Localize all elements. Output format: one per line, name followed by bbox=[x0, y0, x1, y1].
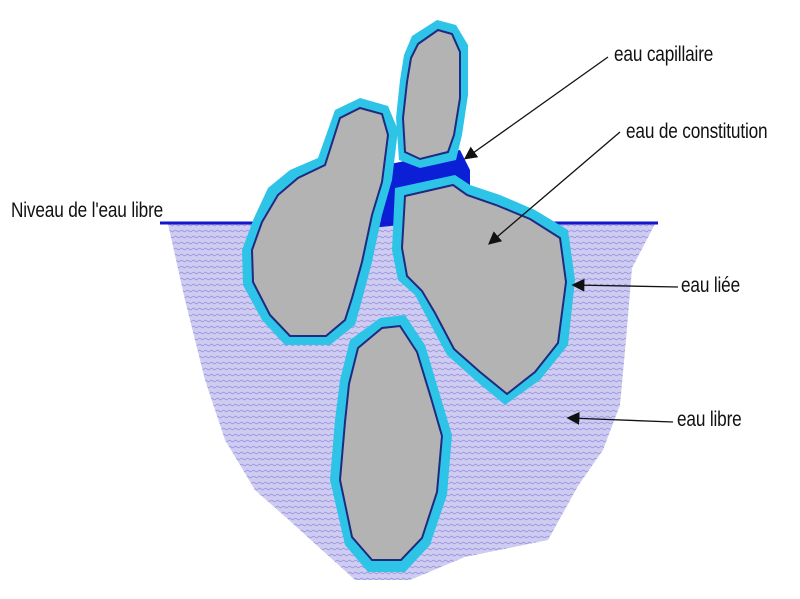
label-water-level: Niveau de l'eau libre bbox=[11, 199, 163, 223]
soil-grain-top bbox=[396, 20, 468, 168]
label-bound-water: eau liée bbox=[681, 274, 740, 298]
arrow-capillary bbox=[466, 57, 608, 158]
label-capillary-water: eau capillaire bbox=[614, 43, 713, 67]
label-constitution-water: eau de constitution bbox=[626, 120, 767, 144]
label-free-water: eau libre bbox=[677, 408, 742, 432]
